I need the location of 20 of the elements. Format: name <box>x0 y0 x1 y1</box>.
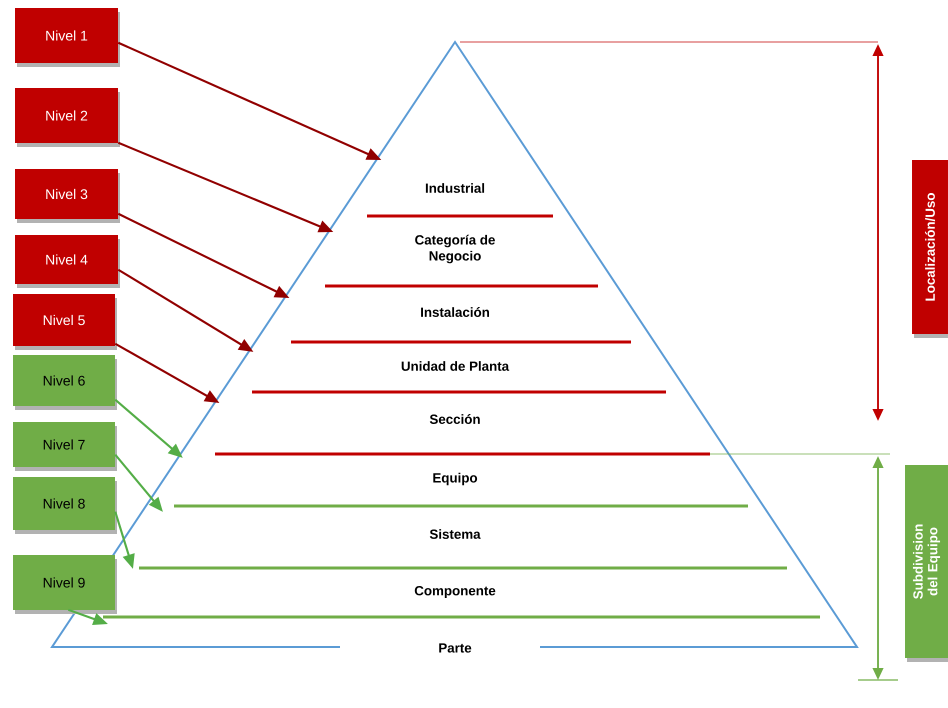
side-box: Localización/Uso <box>912 160 948 338</box>
level-box: Nivel 5 <box>13 294 117 350</box>
level-box: Nivel 4 <box>15 235 120 288</box>
pyramid-level: Industrial <box>426 183 484 193</box>
pyramid-level: Unidad de Planta <box>291 340 631 371</box>
pyramid-level: Parte <box>103 616 820 653</box>
pyramid-level: Instalación <box>325 284 598 317</box>
side-box: Subdivision del Equipo <box>905 465 948 662</box>
level-box: Nivel 3 <box>15 169 120 223</box>
level-box: Nivel 1 <box>15 8 120 67</box>
level-box: Nivel 8 <box>13 477 117 534</box>
pyramid-level: Equipo <box>215 452 710 486</box>
pyramid-level: Sistema <box>174 504 748 539</box>
pyramid-level: Categoría de Negocio <box>367 214 553 264</box>
pyramid-level: Componente <box>139 566 787 598</box>
level-box: Nivel 6 <box>13 355 117 410</box>
level-box: Nivel 9 <box>13 555 117 614</box>
pyramid-level: Sección <box>252 390 666 424</box>
level-box: Nivel 7 <box>13 422 117 471</box>
level-box: Nivel 2 <box>15 88 120 147</box>
